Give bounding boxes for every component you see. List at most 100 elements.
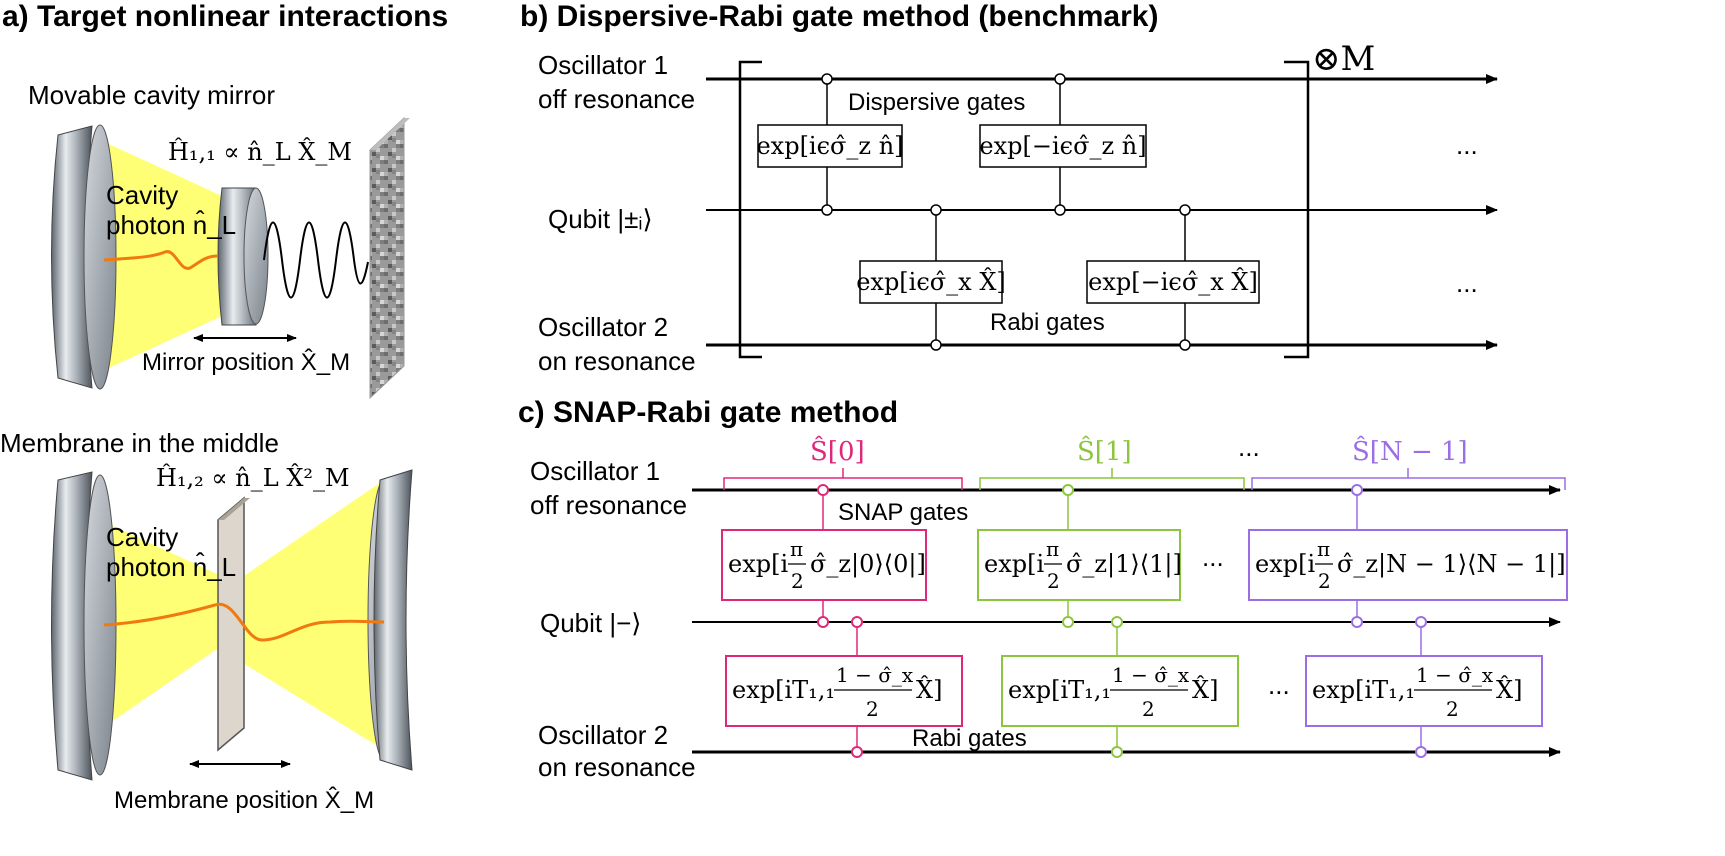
c-rabi-gate-1-den: 2 [1142,697,1155,721]
hamiltonian-1: Ĥ₁,₁ ∝ n̂_L X̂_M [168,137,352,166]
c-rabi-gate-n [1305,655,1543,727]
b-ellipsis-2: ... [1456,268,1478,298]
b-dispersive-1-node-qubit [821,204,833,216]
c-snap-gate-n-pre: exp[i [1255,550,1315,578]
c-ellipsis-snap: ... [1202,542,1224,572]
panel-c: c) SNAP-Rabi gate method Oscillator 1 of… [518,396,1568,782]
b-rabi-gate-1-label: exp[iϵσ̂_x X̂] [856,268,1006,296]
c-snap-group-n: exp[i π 2 σ̂_z|N − 1⟩⟨N − 1|] [1248,484,1568,628]
membrane-subtitle: Membrane in the middle [0,428,279,458]
photon-wave-top [103,250,219,270]
b-rabi-gate-2 [1086,260,1260,304]
b-dispersive-1-node-top [821,73,833,85]
cavity-label-top-1: Cavity [106,180,178,210]
b-qubit-label: Qubit |±ᵢ⟩ [548,204,653,234]
c-rabi-gate-1-post: X̂] [1192,676,1218,704]
b-rabi-gate-2-label: exp[−iϵσ̂_x X̂] [1088,268,1258,296]
c-rabi-gate-1-num: 1 − σ̂_x [1112,663,1190,687]
b-osc1-label-1: Oscillator 1 [538,50,668,80]
c-osc1-label-1: Oscillator 1 [530,456,660,486]
hamiltonian-2: Ĥ₁,₂ ∝ n̂_L X̂²_M [156,463,350,492]
b-osc1-label-2: off resonance [538,84,695,114]
membrane-position-label: Membrane position X̂_M [114,786,374,814]
c-snap-gate-n [1248,529,1568,601]
c-brace-sN [1251,468,1566,490]
c-snap-gate-n-post: σ̂_z|N − 1⟩⟨N − 1|] [1337,550,1566,579]
c-brace-s0 [723,468,963,490]
c-rabi-label: Rabi gates [912,725,1027,752]
beam-left-bottom [100,520,230,730]
c-snap-gate-0-pi: π [790,537,803,561]
b-osc2-label-2: on resonance [538,346,696,376]
c-snap-gate-0-den: 2 [791,569,804,593]
b-dispersive-gate-2-label: exp[−iϵσ̂_z n̂] [979,132,1146,160]
c-snap-gate-1-pre: exp[i [984,550,1044,578]
c-snap-gate-n-den: 2 [1318,569,1331,593]
cavity-label-top-2: photon n̂_L [106,210,236,240]
b-rabi-1-node-qubit [930,204,942,216]
c-snap-gate-1-post: σ̂_z|1⟩⟨1|] [1066,550,1182,579]
c-snap-group-1: exp[i π 2 σ̂_z|1⟩⟨1|] [977,484,1182,628]
b-repeat-label: ⊗M [1312,39,1375,79]
c-snap-gate-0-post: σ̂_z|0⟩⟨0|] [810,550,926,579]
c-rabi-gate-0-den: 2 [866,697,879,721]
c-rabi-gate-0-num: 1 − σ̂_x [836,663,914,687]
c-osc2-label-1: Oscillator 2 [538,720,668,750]
c-osc1-label-2: off resonance [530,490,687,520]
b-rabi-label: Rabi gates [990,309,1105,336]
c-snap-gate-1 [977,529,1181,601]
c-snap-gate-n-pi: π [1317,537,1330,561]
b-dispersive-label: Dispersive gates [848,89,1025,116]
b-dispersive-2-node-qubit [1054,204,1066,216]
c-rabi-gate-1 [1001,655,1239,727]
panel-b-title: b) Dispersive-Rabi gate method (benchmar… [520,0,1158,33]
b-ellipsis-1: ... [1456,130,1478,160]
b-rabi-gate-1 [859,260,1003,304]
b-dispersive-gate-1 [757,124,903,168]
c-qubit-label: Qubit |−⟩ [540,608,641,638]
movable-mirror [217,187,269,326]
c-rabi-group-1: exp[iT₁,₁ 1 − σ̂_x 2 X̂] [1001,616,1239,758]
b-rabi-1-node-bottom [930,339,942,351]
movable-mirror-subtitle: Movable cavity mirror [28,80,275,110]
c-s0-label: Ŝ[0] [810,435,865,467]
c-snap-gate-0-pre: exp[i [728,550,788,578]
b-osc2-label-1: Oscillator 2 [538,312,668,342]
c-rabi-group-0: exp[iT₁,₁ 1 − σ̂_x 2 X̂] [725,616,963,758]
c-brace-s1 [979,468,1245,490]
c-rabi-gate-1-pre: exp[iT₁,₁ [1008,676,1111,704]
left-mirror-top [51,124,117,390]
wall [369,116,410,400]
c-rabi-gate-n-num: 1 − σ̂_x [1416,663,1494,687]
b-dispersive-gate-2 [979,124,1147,168]
b-rabi-2-node-qubit [1179,204,1191,216]
cavity-label-bottom-2: photon n̂_L [106,552,236,582]
c-rabi-group-n: exp[iT₁,₁ 1 − σ̂_x 2 X̂] [1305,616,1543,758]
c-snap-group-0: exp[i π 2 σ̂_z|0⟩⟨0|] [721,484,927,628]
c-snap-gate-1-pi: π [1046,537,1059,561]
panel-a: a) Target nonlinear interactions Movable… [0,0,448,814]
c-snap-gate-0 [721,529,927,601]
c-ellipsis-rabi: ... [1268,670,1290,700]
c-rabi-gate-n-post: X̂] [1496,676,1522,704]
membrane [217,496,250,752]
beam-right-bottom [238,480,384,750]
c-rabi-gate-0 [725,655,963,727]
c-rabi-gate-n-den: 2 [1446,697,1459,721]
c-osc2-label-2: on resonance [538,752,696,782]
c-sN-label: Ŝ[N − 1] [1352,435,1468,467]
spring [263,221,369,299]
photon-wave-bottom [103,602,385,642]
b-bracket-right [1284,60,1310,359]
cavity-label-bottom-1: Cavity [106,522,178,552]
right-mirror-bottom [367,469,413,771]
c-ellipsis-top: ... [1238,432,1260,462]
mirror-position-label: Mirror position X̂_M [142,348,350,376]
panel-b: b) Dispersive-Rabi gate method (benchmar… [520,0,1498,376]
panel-c-title: c) SNAP-Rabi gate method [518,396,898,429]
b-dispersive-2-node-top [1054,73,1066,85]
b-dispersive-gate-1-label: exp[iϵσ̂_z n̂] [756,132,903,160]
c-snap-gate-1-den: 2 [1047,569,1060,593]
panel-a-title: a) Target nonlinear interactions [2,0,448,33]
